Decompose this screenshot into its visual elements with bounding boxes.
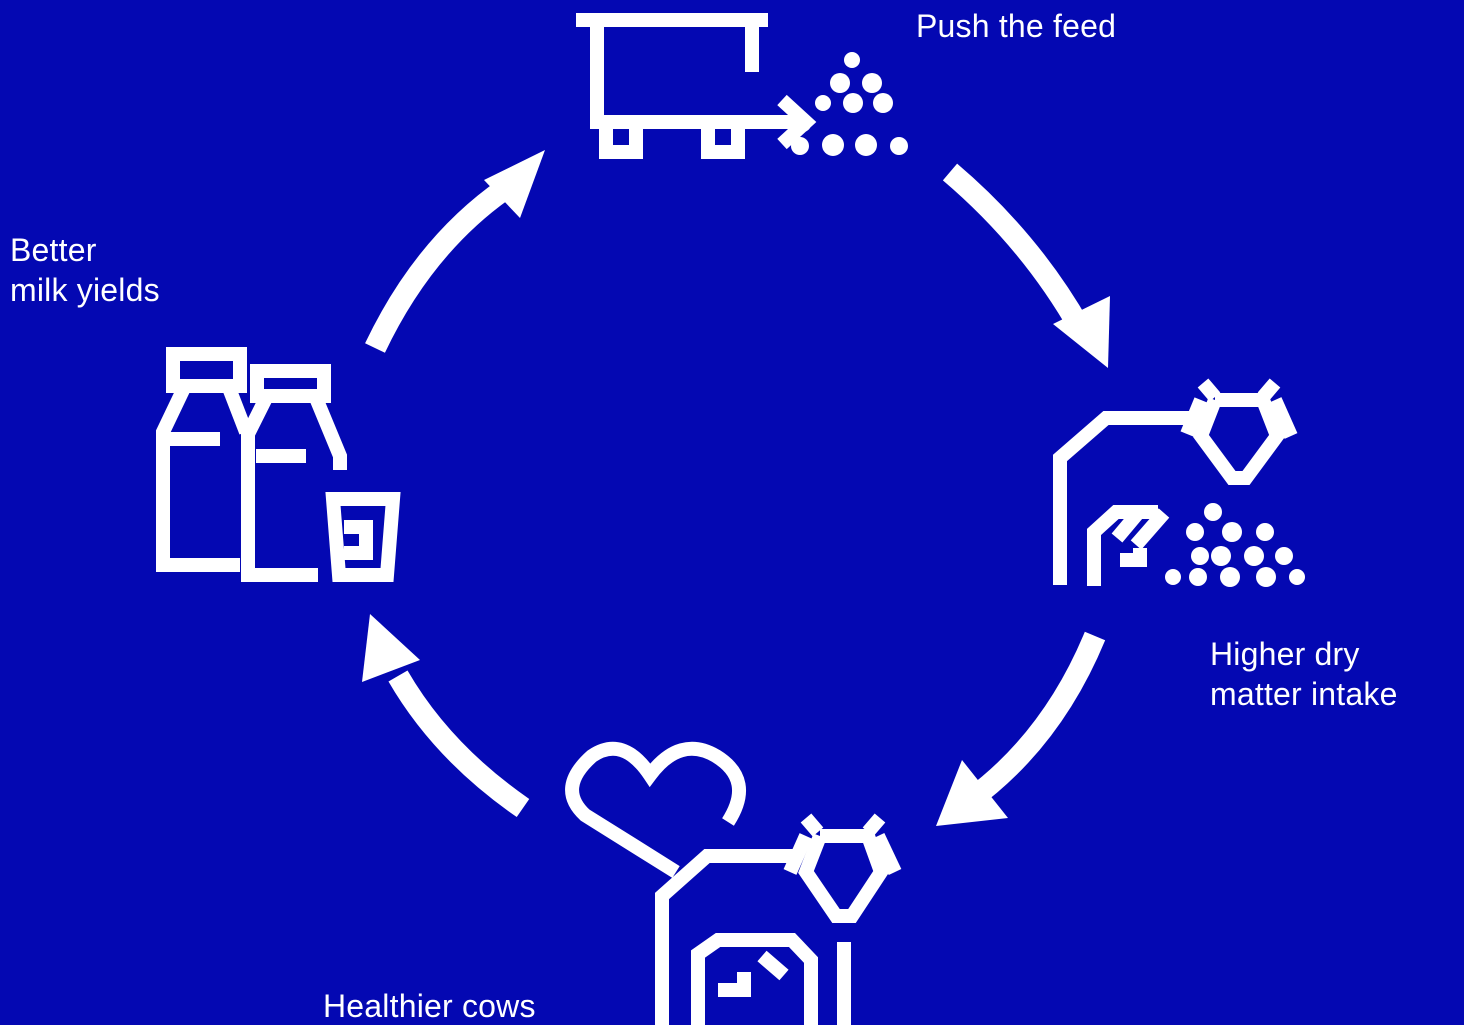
arrow-milk-to-push: [365, 150, 545, 353]
arrow-dry-to-healthy: [936, 631, 1106, 826]
feed-pellets-icon: [791, 52, 908, 156]
cow-feed-pellets-icon: [1165, 503, 1305, 587]
arrow-push-to-dry: [942, 163, 1110, 368]
arrow-healthy-to-milk: [362, 614, 530, 818]
milk-bottles-icon: [156, 347, 401, 582]
step-label-healthier-cows: Healthier cows: [323, 988, 536, 1024]
step-label-better-milk-yields: Better milk yields: [10, 232, 160, 308]
healthy-cow-icon: [565, 741, 902, 1025]
step-label-push-the-feed: Push the feed: [916, 8, 1117, 44]
step-label-higher-dry-matter-intake: Higher dry matter intake: [1210, 636, 1398, 712]
cow-eating-icon: [1053, 378, 1298, 586]
